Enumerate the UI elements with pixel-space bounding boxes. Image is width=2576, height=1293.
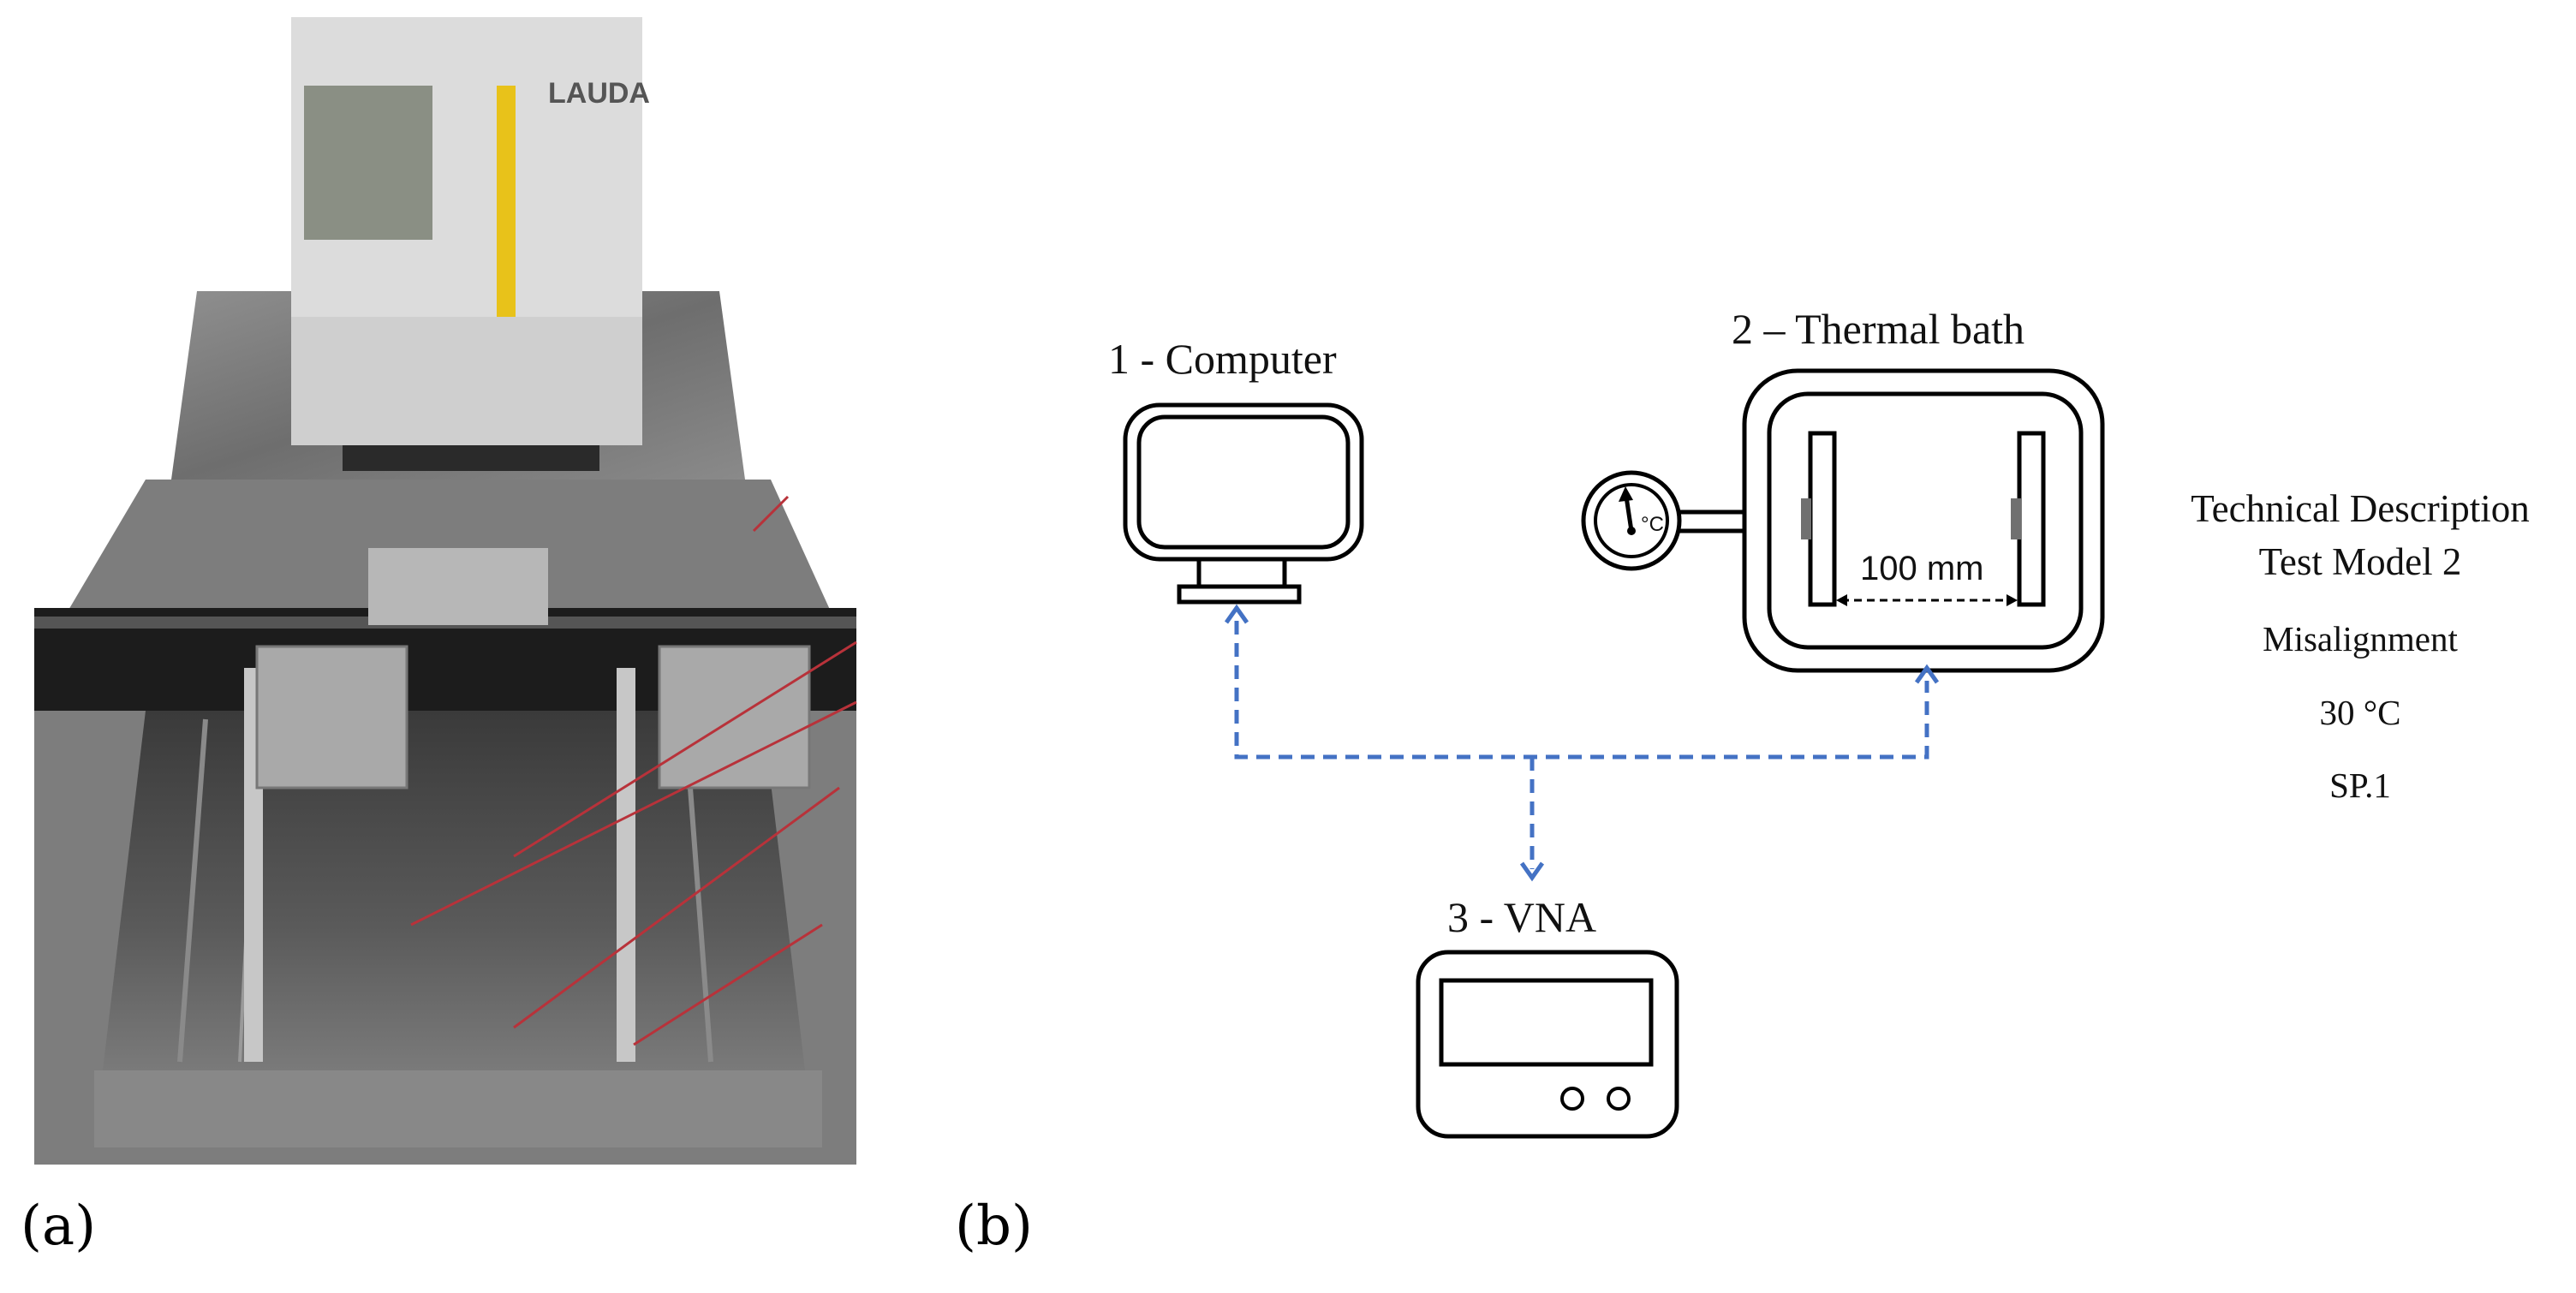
vna-device-icon [1416, 950, 1679, 1139]
tech-item-sp: SP.1 [2329, 766, 2391, 805]
thermometer-gauge-icon [1581, 470, 1744, 571]
thermal-bath-photo: LAUDA [34, 17, 857, 1165]
distance-label: 100 mm [1860, 550, 1984, 587]
panel-b-label: (b) [955, 1195, 1033, 1258]
thermometer-unit-label: °C [1641, 513, 1664, 536]
tech-title-line1: Technical Description [2191, 487, 2530, 530]
tech-item-misalignment: Misalignment [2263, 619, 2458, 658]
thermal-bath-icon [1742, 368, 2105, 673]
panel-a-label: (a) [21, 1195, 97, 1258]
thermal-bath-label: 2 – Thermal bath [1732, 305, 2025, 353]
vna-label: 3 - VNA [1447, 893, 1597, 941]
connection-arrowheads [1224, 604, 1940, 882]
connection-lines [1234, 621, 1929, 869]
monitor-icon [1123, 402, 1364, 605]
tech-item-temperature: 30 °C [2319, 693, 2401, 732]
lauda-logo: LAUDA [548, 77, 650, 110]
computer-label: 1 - Computer [1108, 335, 1337, 383]
tech-title-line2: Test Model 2 [2258, 540, 2462, 583]
